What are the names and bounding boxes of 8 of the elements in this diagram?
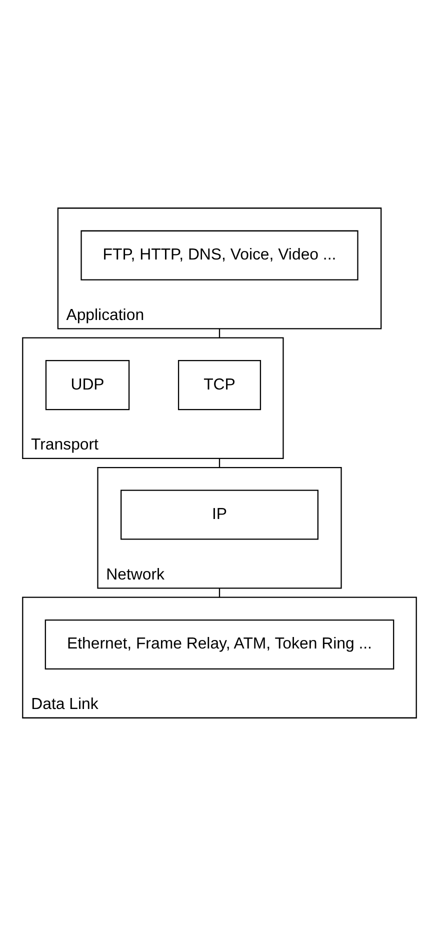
node-box: IP [120, 490, 318, 540]
connector [218, 458, 220, 468]
node-box: FTP, HTTP, DNS, Voice, Video ... [80, 230, 358, 280]
node-box: TCP [177, 360, 261, 410]
node-box: Ethernet, Frame Relay, ATM, Token Ring ... [44, 619, 394, 670]
node-box: UDP [44, 360, 130, 410]
connector [218, 328, 220, 338]
connector [218, 588, 220, 598]
